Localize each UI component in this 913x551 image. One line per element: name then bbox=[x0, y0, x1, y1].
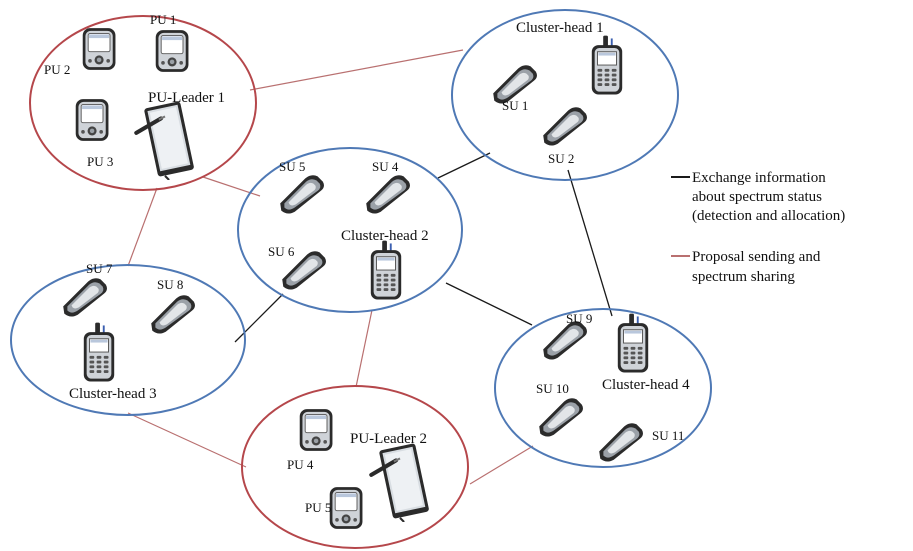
pu-leader-tablet-icon bbox=[371, 443, 429, 522]
cluster-head-1-boundary bbox=[451, 9, 679, 181]
red-link bbox=[202, 176, 261, 197]
legend: Exchange information about spectrum stat… bbox=[671, 170, 845, 285]
black-link bbox=[445, 282, 533, 326]
pu-leader-tablet-icon bbox=[136, 101, 194, 180]
pu-leader-1-boundary bbox=[29, 15, 257, 191]
cluster-head-3-boundary bbox=[10, 264, 246, 416]
member-label: SU 7 bbox=[86, 261, 113, 276]
pu-device-icon bbox=[329, 486, 363, 530]
member-label: SU 11 bbox=[652, 428, 684, 443]
pu-device-icon bbox=[155, 29, 189, 73]
cluster-head-phone-icon bbox=[83, 322, 115, 382]
su-phone-icon bbox=[151, 295, 195, 334]
black-link bbox=[437, 152, 491, 179]
cluster-head-phone-icon bbox=[591, 35, 623, 95]
red-link bbox=[249, 49, 464, 91]
legend-red-line-label: Proposal sending and spectrum sharing bbox=[692, 249, 824, 285]
pu-leader-1-cluster: PU 1 PU 2 PU 3 PU-Leader 1 bbox=[29, 12, 257, 191]
red-links bbox=[127, 49, 534, 485]
cluster-head-3-cluster: SU 7 SU 8 Cluster-head 3 bbox=[10, 261, 246, 416]
red-link bbox=[127, 412, 247, 468]
cluster-head-4-cluster: SU 9 SU 10 SU 11 Cluster-head 4 bbox=[494, 308, 712, 468]
pu-leader-1-label: PU-Leader 1 bbox=[148, 90, 225, 106]
su-phone-icon bbox=[63, 278, 107, 317]
cluster-head-1-label: Cluster-head 1 bbox=[516, 20, 604, 36]
member-label: PU 5 bbox=[305, 500, 331, 515]
cluster-head-2-cluster: SU 5 SU 4 SU 6 Cluster-head 2 bbox=[237, 147, 463, 313]
black-links bbox=[234, 152, 613, 343]
member-label: PU 3 bbox=[87, 154, 113, 169]
su-phone-icon bbox=[543, 107, 587, 146]
member-label: SU 5 bbox=[279, 159, 305, 174]
cluster-head-1-cluster: Cluster-head 1 SU 1 SU 2 bbox=[451, 9, 679, 181]
red-link bbox=[127, 187, 158, 267]
member-label: PU 4 bbox=[287, 457, 314, 472]
pu-leader-2-label: PU-Leader 2 bbox=[350, 431, 427, 447]
cluster-head-2-boundary bbox=[237, 147, 463, 313]
cluster-head-phone-icon bbox=[370, 240, 402, 300]
member-label: SU 1 bbox=[502, 98, 528, 113]
black-link bbox=[567, 169, 613, 317]
pu-leader-2-boundary bbox=[241, 385, 469, 549]
member-label: SU 6 bbox=[268, 244, 295, 259]
cluster-head-3-label: Cluster-head 3 bbox=[69, 386, 157, 402]
member-label: SU 9 bbox=[566, 311, 592, 326]
legend-black-line-label: Exchange information about spectrum stat… bbox=[692, 170, 845, 224]
cluster-head-4-boundary bbox=[494, 308, 712, 468]
su-phone-icon bbox=[539, 398, 583, 437]
cluster-head-phone-icon bbox=[617, 313, 649, 373]
pu-device-icon bbox=[299, 408, 333, 452]
member-label: SU 10 bbox=[536, 381, 569, 396]
cluster-head-2-label: Cluster-head 2 bbox=[341, 228, 429, 244]
pu-leader-2-cluster: PU 4 PU 5 PU-Leader 2 bbox=[241, 385, 469, 549]
member-label: SU 2 bbox=[548, 151, 574, 166]
su-phone-icon bbox=[366, 175, 410, 214]
cluster-head-4-label: Cluster-head 4 bbox=[602, 377, 690, 393]
red-link bbox=[355, 309, 373, 388]
red-link bbox=[469, 445, 534, 485]
member-label: SU 4 bbox=[372, 159, 399, 174]
black-link bbox=[234, 293, 284, 343]
member-label: SU 8 bbox=[157, 277, 183, 292]
member-label: PU 1 bbox=[150, 12, 176, 27]
member-label: PU 2 bbox=[44, 62, 70, 77]
su-phone-icon bbox=[543, 321, 587, 360]
su-phone-icon bbox=[280, 175, 324, 214]
pu-device-icon bbox=[82, 27, 116, 71]
su-phone-icon bbox=[599, 423, 643, 462]
pu-device-icon bbox=[75, 98, 109, 142]
